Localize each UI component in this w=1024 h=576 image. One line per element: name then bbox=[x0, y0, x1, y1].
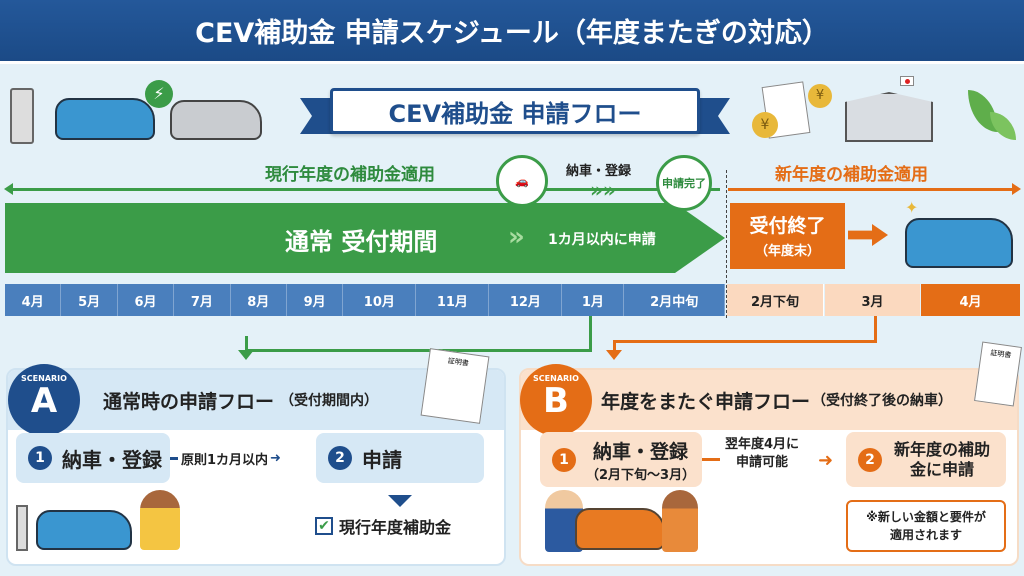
yen-coin-icon: ¥ bbox=[752, 112, 778, 138]
delivery-label: 納車・登録 bbox=[566, 164, 632, 179]
month-cell: 1月 bbox=[562, 284, 625, 316]
ev-charger-icon bbox=[16, 505, 28, 551]
orange-arrow-icon bbox=[848, 224, 888, 246]
step-sublabel: （2月下旬〜3月） bbox=[586, 467, 696, 483]
checkbox-checked-icon: ✔ bbox=[315, 517, 333, 535]
scenario-b-step1: 1 納車・登録 （2月下旬〜3月） bbox=[540, 432, 702, 487]
arrowhead-down-icon bbox=[238, 350, 254, 360]
scenario-b-step2: 2 新年度の補助金に申請 bbox=[846, 432, 1006, 487]
arrowhead-down-icon bbox=[606, 350, 622, 360]
certificate-icon: 証明書 bbox=[420, 348, 490, 424]
month-cell-late-feb: 2月下旬 bbox=[727, 284, 824, 316]
scenario-letter: B bbox=[543, 381, 569, 421]
scenario-a-step2: 2 申請 bbox=[316, 433, 484, 483]
scenario-a-title: 通常時の申請フロー bbox=[103, 390, 275, 413]
new-year-arrow bbox=[728, 188, 1014, 191]
scenario-a-step1: 1 納車・登録 bbox=[16, 433, 170, 483]
scenario-tag: SCENARIO bbox=[21, 374, 67, 383]
result-label: 現行年度補助金 bbox=[339, 518, 452, 537]
current-year-label: 現行年度の補助金適用 bbox=[265, 165, 435, 185]
chevron-icon: » bbox=[508, 222, 525, 252]
connector-b-down bbox=[613, 340, 616, 352]
new-car-icon bbox=[905, 218, 1013, 268]
month-cell: 2月中旬 bbox=[624, 284, 726, 316]
reception-end-box: 受付終了 （年度末） bbox=[730, 203, 845, 269]
arrow-right-icon: ➜ bbox=[818, 450, 834, 471]
within-month-label: 1カ月以内に申請 bbox=[548, 232, 656, 248]
leaf-icon bbox=[990, 112, 1016, 140]
month-cell: 6月 bbox=[118, 284, 175, 316]
scenario-b-title: 年度をまたぐ申請フロー bbox=[601, 390, 811, 413]
month-cell: 10月 bbox=[343, 284, 417, 316]
current-year-arrow bbox=[8, 188, 720, 191]
silver-car-icon bbox=[170, 100, 262, 140]
reception-period-band bbox=[5, 203, 725, 273]
reception-end-title: 受付終了 bbox=[749, 215, 826, 237]
reception-end-sub: （年度末） bbox=[754, 244, 820, 259]
month-cell-april: 4月 bbox=[921, 284, 1020, 316]
new-year-label: 新年度の補助金適用 bbox=[775, 165, 928, 185]
scenario-a-connector: 原則1カ月以内 ➜ bbox=[170, 449, 281, 468]
fiscal-divider bbox=[726, 170, 727, 318]
flow-banner: CEV補助金 申請フロー bbox=[330, 88, 700, 134]
month-cell: 12月 bbox=[489, 284, 563, 316]
arrow-down-icon bbox=[388, 495, 412, 507]
orange-car-icon bbox=[575, 508, 665, 550]
scenario-b-title-note: （受付終了後の納車） bbox=[812, 393, 953, 409]
scenario-a-title-note: （受付期間内） bbox=[280, 393, 379, 409]
connector-b bbox=[613, 316, 877, 343]
yen-coin-icon: ¥ bbox=[808, 84, 832, 108]
connector-label: 原則1カ月以内 bbox=[181, 453, 269, 468]
scenario-tag: SCENARIO bbox=[533, 374, 579, 383]
blue-car-icon bbox=[55, 98, 155, 140]
ev-charger-icon bbox=[10, 88, 34, 144]
month-cell-march: 3月 bbox=[825, 284, 920, 316]
application-complete-bubble: 申請完了 bbox=[656, 155, 712, 211]
car-delivery-bubble-icon: 🚗 bbox=[496, 155, 548, 207]
reception-period-label: 通常 受付期間 bbox=[285, 228, 438, 256]
government-building-icon bbox=[845, 92, 933, 142]
month-cell: 5月 bbox=[61, 284, 118, 316]
certificate-icon: 証明書 bbox=[974, 341, 1022, 407]
arrowhead-right-icon bbox=[1012, 183, 1021, 195]
page-title: CEV補助金 申請スケジュール（年度またぎの対応） bbox=[0, 0, 1024, 64]
step-label: 申請 bbox=[362, 447, 402, 472]
step-number: 2 bbox=[858, 447, 882, 472]
step-number: 1 bbox=[552, 447, 576, 472]
connector-a bbox=[245, 316, 592, 352]
scenario-b-connector-line bbox=[702, 458, 720, 461]
connector-a-down bbox=[245, 336, 248, 352]
progress-chevrons-icon: »» bbox=[590, 178, 616, 202]
scenario-letter: A bbox=[30, 381, 58, 421]
scenario-b-note: ※新しい金額と要件が適用されます bbox=[846, 500, 1006, 552]
month-cell: 4月 bbox=[5, 284, 62, 316]
scenario-b-badge: SCENARIO B bbox=[520, 364, 592, 436]
scenario-a-badge: SCENARIO A bbox=[8, 364, 80, 436]
month-cell: 9月 bbox=[287, 284, 344, 316]
step-number: 1 bbox=[28, 446, 52, 470]
month-cell: 8月 bbox=[231, 284, 287, 316]
step-label: 新年度の補助金に申請 bbox=[893, 439, 990, 479]
step-number: 2 bbox=[328, 446, 352, 470]
scenario-b-connector: 翌年度4月に申請可能 bbox=[724, 437, 800, 470]
japan-flag-icon bbox=[900, 76, 914, 86]
charging-bolt-icon: ⚡ bbox=[145, 80, 173, 108]
scenario-a-result: ✔ 現行年度補助金 bbox=[315, 514, 451, 538]
step-label: 納車・登録 bbox=[593, 440, 689, 463]
sparkle-icon: ✦ bbox=[905, 198, 919, 217]
month-cell: 7月 bbox=[174, 284, 231, 316]
month-cell: 11月 bbox=[416, 284, 490, 316]
step-label: 納車・登録 bbox=[62, 447, 162, 472]
month-bar: 4月 5月 6月 7月 8月 9月 10月 11月 12月 1月 2月中旬 bbox=[5, 284, 726, 316]
woman-icon bbox=[662, 490, 698, 552]
arrow-right-icon: ➜ bbox=[270, 451, 281, 466]
blue-car-icon bbox=[36, 510, 132, 550]
arrowhead-left-icon bbox=[4, 183, 13, 195]
woman-with-key-icon bbox=[140, 490, 180, 550]
